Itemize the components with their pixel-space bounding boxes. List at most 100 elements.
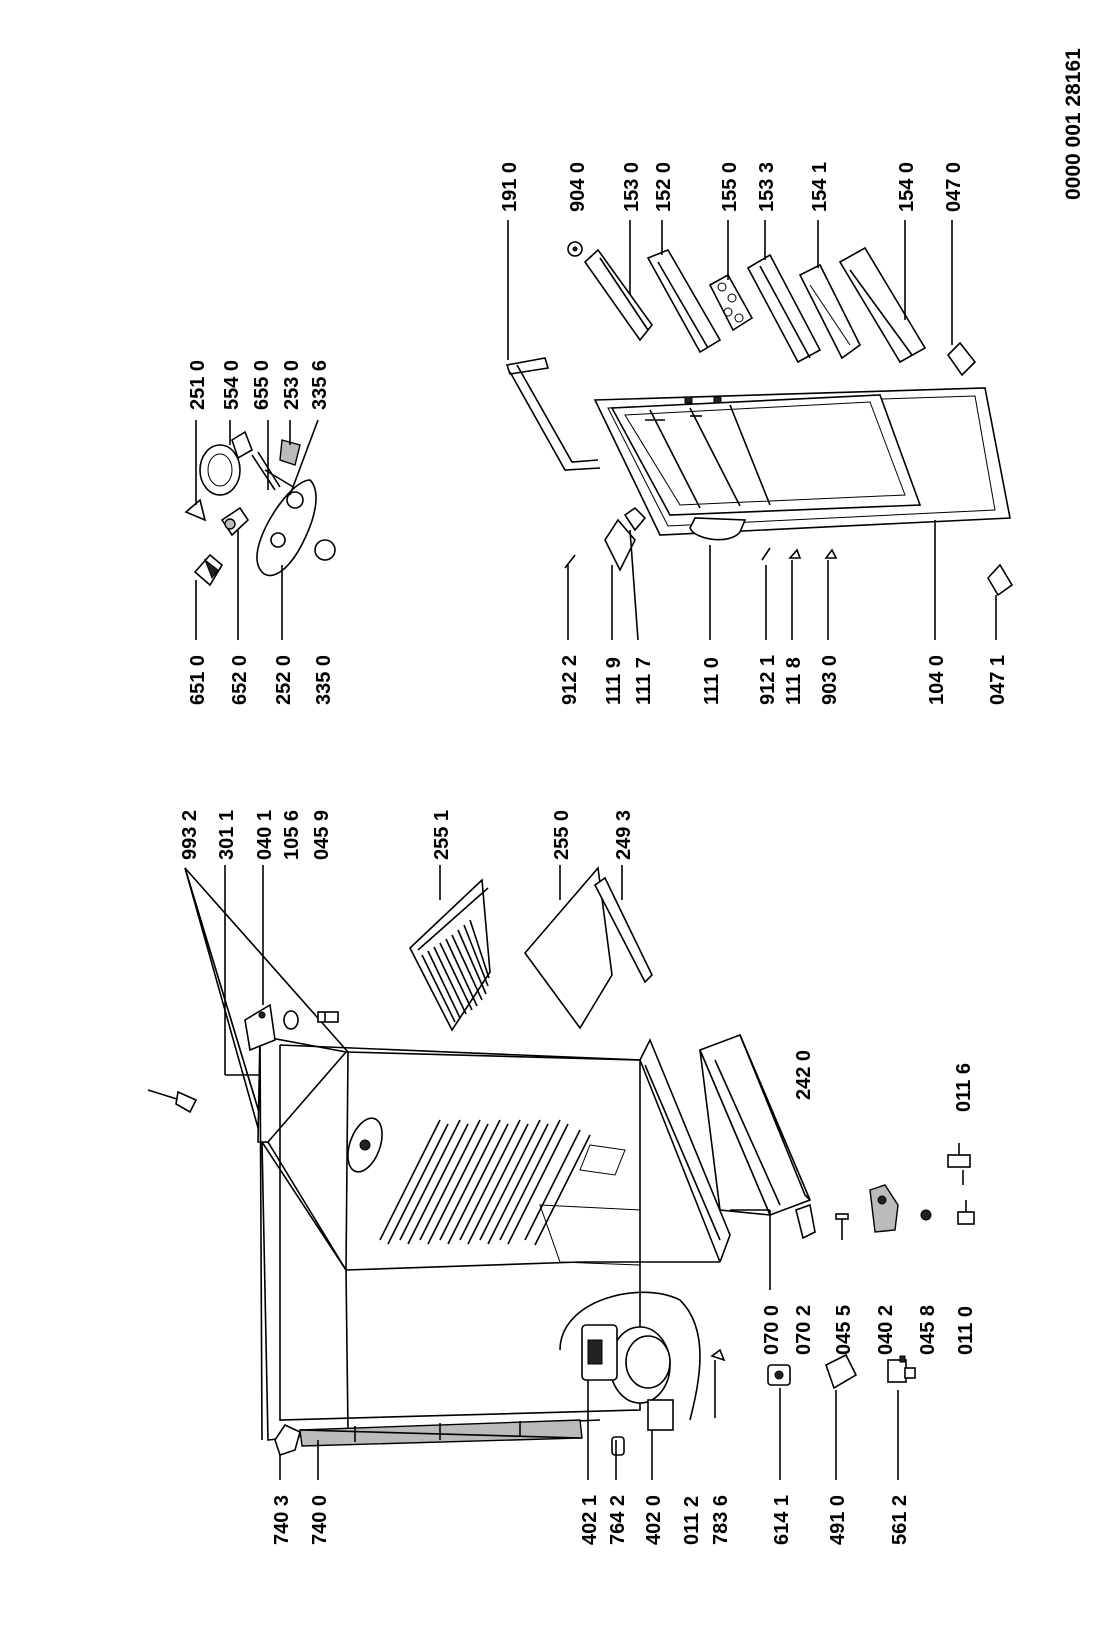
- label-402-1: 402 1: [579, 1495, 601, 1545]
- hinge-cap-top: [946, 341, 977, 377]
- door-bins: [567, 241, 977, 377]
- hinge-bracket-top: [244, 1003, 276, 1052]
- glass-shelf: [523, 866, 613, 1030]
- label-491-0: 491 0: [827, 1495, 849, 1545]
- label-655-0: 655 0: [251, 360, 273, 410]
- label-104-0: 104 0: [926, 655, 948, 705]
- document-id: 0000 001 28161: [1062, 48, 1085, 200]
- hinge-bracket-bottom: [869, 1184, 899, 1233]
- cap-111-8: [788, 548, 802, 559]
- bottle-retainer: [798, 263, 862, 360]
- shelf-rails: [379, 1119, 591, 1246]
- label-652-0: 652 0: [229, 655, 251, 705]
- crisper-drawer: [698, 1033, 812, 1217]
- label-045-9: 045 9: [311, 810, 333, 860]
- label-764-2: 764 2: [607, 1495, 629, 1545]
- label-301-1: 301 1: [216, 810, 238, 860]
- terminal-block: [767, 1364, 791, 1386]
- label-554-0: 554 0: [221, 360, 243, 410]
- label-111-7: 111 7: [633, 657, 655, 705]
- foot-screw-large: [947, 1143, 971, 1168]
- label-912-1: 912 1: [757, 655, 779, 705]
- label-153-3: 153 3: [756, 162, 778, 212]
- label-070-2: 070 2: [793, 1305, 815, 1355]
- label-047-1: 047 1: [987, 655, 1009, 705]
- screw-912-1: [761, 547, 771, 561]
- screw-912-2: [564, 554, 576, 569]
- door-handle: [689, 517, 747, 541]
- label-904-0: 904 0: [567, 162, 589, 212]
- label-154-1: 154 1: [809, 162, 831, 212]
- label-111-8: 111 8: [783, 657, 805, 705]
- label-740-3: 740 3: [271, 1495, 293, 1545]
- label-252-0: 252 0: [273, 655, 295, 705]
- label-111-9: 111 9: [603, 657, 625, 705]
- label-070-0: 070 0: [761, 1305, 783, 1355]
- label-251-0: 251 0: [187, 360, 209, 410]
- label-111-0: 111 0: [701, 657, 723, 705]
- label-011-6: 011 6: [953, 1063, 975, 1112]
- label-255-1: 255 1: [431, 810, 453, 860]
- label-561-2: 561 2: [889, 1495, 911, 1545]
- compressor: [609, 1326, 674, 1431]
- label-011-0: 011 0: [955, 1306, 977, 1355]
- base-rail: [299, 1419, 583, 1447]
- thermostat-knob: [314, 539, 336, 561]
- label-402-0: 402 0: [643, 1495, 665, 1545]
- hinge-pin: [317, 1011, 339, 1023]
- label-045-8: 045 8: [917, 1305, 939, 1355]
- compressor-relay: [581, 1324, 618, 1381]
- label-153-0: 153 0: [621, 162, 643, 212]
- spacer-cylinder: [611, 1436, 625, 1456]
- starter-relay: [825, 1353, 858, 1390]
- seal-clip: [795, 1203, 816, 1240]
- cap-903-0: [824, 548, 838, 559]
- hinge-pin-part: [147, 1089, 198, 1114]
- capacitor-bracket: [887, 1355, 916, 1383]
- label-614-1: 614 1: [771, 1495, 793, 1545]
- hinge-pin-small: [835, 1213, 849, 1240]
- door-assembly: [505, 357, 1014, 597]
- label-045-5: 045 5: [833, 1305, 855, 1355]
- wire-shelf: [409, 878, 491, 1032]
- label-903-0: 903 0: [819, 655, 841, 705]
- label-335-6: 335 6: [309, 360, 331, 410]
- bottle-bin-small: [646, 248, 722, 354]
- label-040-2: 040 2: [875, 1305, 897, 1355]
- label-783-6: 783 6: [710, 1495, 732, 1545]
- label-152-0: 152 0: [653, 162, 675, 212]
- label-651-0: 651 0: [187, 655, 209, 705]
- thermostat-assembly: [184, 430, 336, 587]
- leader-lines: [195, 220, 997, 1480]
- bottle-bin-middle: [746, 253, 822, 364]
- shelf-trim: [593, 876, 653, 984]
- egg-tray: [708, 273, 754, 332]
- door-stop: [604, 518, 636, 572]
- label-040-1: 040 1: [254, 810, 276, 860]
- part-labels: 740 3 740 0 402 1 764 2 402 0 011 2 783 …: [179, 162, 1009, 1545]
- washer: [283, 1010, 299, 1030]
- label-993-2: 993 2: [179, 810, 201, 860]
- overload-protector: [710, 1348, 726, 1418]
- bottle-bin-large: [838, 246, 927, 364]
- label-912-2: 912 2: [559, 655, 581, 705]
- foot-screw: [957, 1200, 975, 1225]
- thermostat-housing: [256, 479, 317, 577]
- label-155-0: 155 0: [719, 162, 741, 212]
- label-740-0: 740 0: [309, 1495, 331, 1545]
- label-011-2: 011 2: [681, 1496, 703, 1545]
- butter-bin: [583, 248, 654, 342]
- label-105-6: 105 6: [281, 810, 303, 860]
- label-255-0: 255 0: [551, 810, 573, 860]
- label-249-3: 249 3: [613, 810, 635, 860]
- door-stop-cap: [623, 506, 647, 532]
- label-335-0: 335 0: [313, 655, 335, 705]
- label-047-0: 047 0: [943, 162, 965, 212]
- hinge-cap-bottom: [987, 563, 1014, 597]
- label-191-0: 191 0: [499, 162, 521, 212]
- screw: [920, 1209, 932, 1221]
- label-154-0: 154 0: [896, 162, 918, 212]
- leveling-foot: [274, 1423, 301, 1457]
- label-242-0: 242 0: [793, 1050, 815, 1100]
